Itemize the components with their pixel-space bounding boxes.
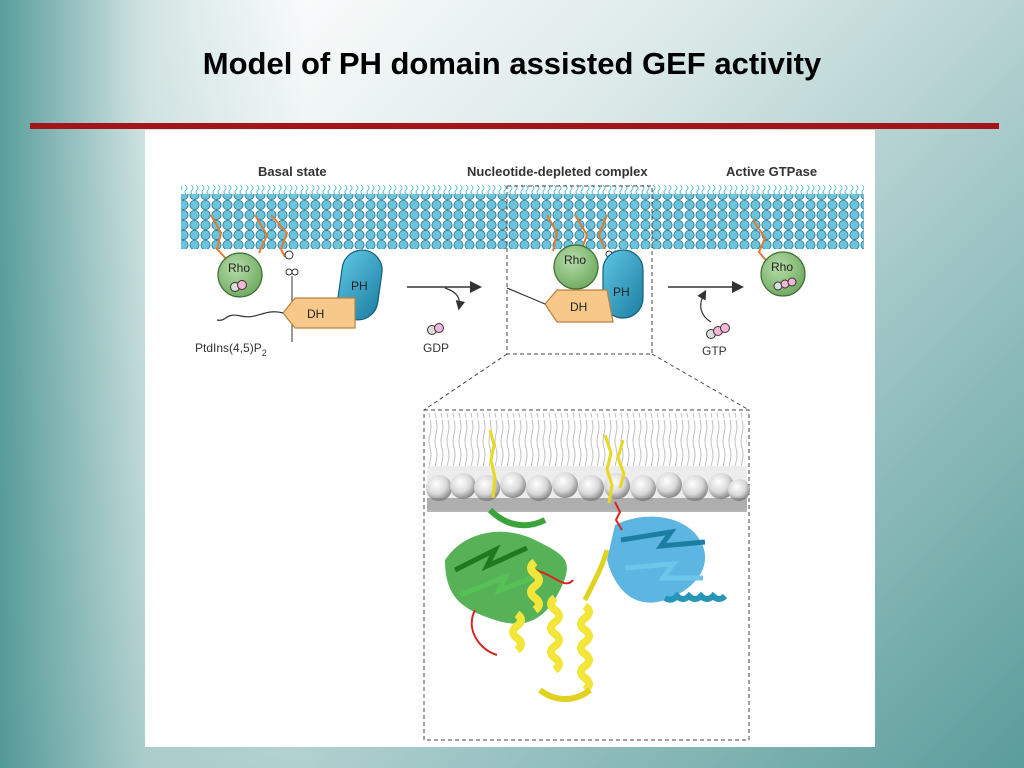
rho-label-depleted: Rho [564, 253, 586, 267]
lipid-tails [427, 413, 747, 471]
dh-label-depleted: DH [570, 300, 587, 314]
stage-label-basal: Basal state [258, 164, 327, 179]
depleted-complex-group: Rho PH DH [506, 185, 653, 355]
zoom-connectors [423, 353, 750, 411]
gtp-label: GTP [702, 344, 727, 358]
gef-model-diagram: Basal state Nucleotide-depleted complex … [181, 164, 864, 741]
gtp-bound-active [773, 277, 797, 291]
zoom-box [506, 185, 653, 355]
ph-label-basal: PH [351, 279, 368, 293]
dh-domain-depleted [544, 289, 614, 323]
structure-inset [423, 409, 750, 741]
dh-label-basal: DH [307, 307, 324, 321]
lipid-anchor-basal [254, 214, 269, 254]
stage-label-depleted: Nucleotide-depleted complex [467, 164, 648, 179]
rho-protein-basal [217, 252, 263, 298]
slide-title: Model of PH domain assisted GEF activity [202, 46, 822, 81]
gtp-incoming [706, 323, 730, 339]
blue-ph-domain-ribbon [607, 516, 728, 603]
membrane-bilayer [181, 185, 864, 249]
dh-domain-basal [282, 297, 356, 329]
ph-domain-depleted [602, 249, 644, 319]
rho-label-basal: Rho [228, 261, 250, 275]
rho-label-active: Rho [771, 260, 793, 274]
ptdins-label: PtdIns(4,5)P2 [195, 341, 267, 358]
title-underline-rule [30, 123, 999, 129]
basal-state-group: Rho PH DH PtdIns(4,5)P2 [195, 214, 383, 358]
yellow-helix-domain [509, 549, 610, 702]
gdp-bound-basal [230, 280, 247, 292]
gdp-label: GDP [423, 341, 449, 355]
stage-label-active: Active GTPase [726, 164, 817, 179]
active-gtpase-group: Rho [752, 219, 806, 297]
rho-protein-active [760, 251, 806, 297]
release-arrow: GDP [407, 281, 482, 355]
figure-panel: Basal state Nucleotide-depleted complex … [145, 130, 875, 747]
gdp-released [427, 323, 444, 335]
lipid-headgroups [426, 466, 750, 512]
rho-protein-depleted [553, 244, 599, 290]
rho-anchor-basal [210, 214, 232, 265]
exchange-arrow: GTP [668, 281, 744, 358]
ph-label-depleted: PH [613, 285, 630, 299]
